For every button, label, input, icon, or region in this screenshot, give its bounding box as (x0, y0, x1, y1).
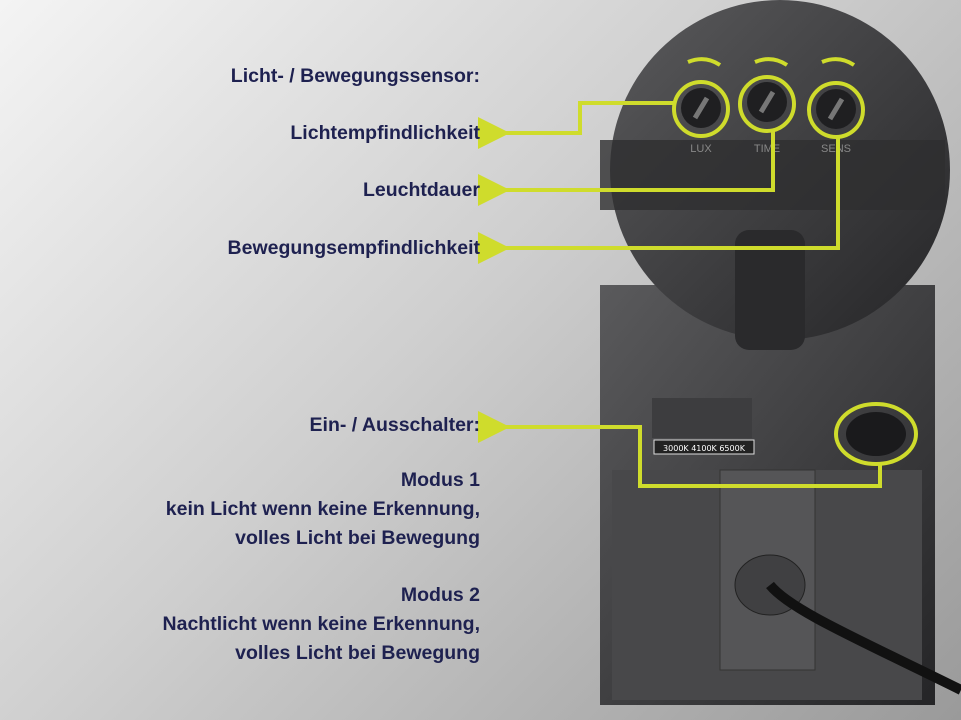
power-button (846, 412, 906, 456)
light-sensitivity-label: Lichtempfindlichkeit (290, 122, 480, 144)
callout-light (478, 101, 674, 149)
color-temp-label: 3000K 4100K 6500K (663, 444, 746, 453)
rotation-arrow-icon (687, 57, 856, 67)
knobs: LUX TIME SENS (681, 82, 856, 155)
mode1-title: Modus 1 (400, 469, 480, 491)
callout-switch (478, 411, 882, 488)
duration-label: Leuchtdauer (362, 179, 480, 201)
mode2-line1: Nachtlicht wenn keine Erkennung, (162, 613, 480, 635)
cable (766, 581, 961, 695)
knob-label: TIME (754, 143, 780, 155)
mode2-title: Modus 2 (400, 584, 480, 606)
mode2-line2: volles Licht bei Bewegung (235, 642, 480, 664)
motion-sensitivity-label: Bewegungsempfindlichkeit (227, 237, 480, 259)
callout-duration (478, 131, 775, 206)
switch-heading: Ein- / Ausschalter: (309, 414, 480, 436)
sensor-heading: Licht- / Bewegungssensor: (230, 65, 480, 87)
mode1-line2: volles Licht bei Bewegung (235, 527, 480, 549)
color-temp-switch (652, 398, 752, 438)
knob-label: LUX (690, 143, 712, 155)
swivel-joint (735, 230, 805, 350)
mode1-line1: kein Licht wenn keine Erkennung, (165, 498, 480, 520)
callout-motion (478, 137, 840, 264)
callouts (478, 57, 918, 488)
device-photo: 3000K 4100K 6500K LUX TIME SENS (600, 0, 961, 705)
